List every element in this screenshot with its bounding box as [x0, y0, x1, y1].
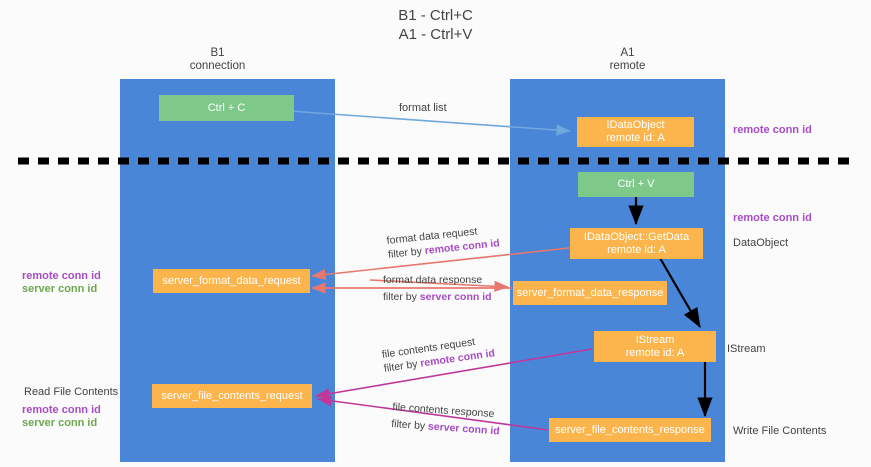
label-file-contents-request: file contents request filter by remote c… — [381, 332, 496, 375]
label-format-list: format list — [399, 102, 447, 114]
label-right-top-remote-conn-id: remote conn id — [733, 124, 812, 136]
label-format-data-response-line1: format data response — [383, 274, 483, 286]
title-line-2: A1 - Ctrl+V — [398, 26, 473, 43]
label-right-write-file-contents: Write File Contents — [733, 425, 827, 437]
title-line-1: B1 - Ctrl+C — [398, 7, 473, 24]
column-header-b1-name: B1 — [210, 47, 225, 59]
box-idataobject-line1: IDataObject — [606, 119, 665, 131]
box-ctrl-v[interactable]: Ctrl + V — [578, 172, 694, 197]
page-title: B1 - Ctrl+C A1 - Ctrl+V — [0, 6, 871, 44]
column-header-a1-sub: remote — [609, 60, 646, 72]
box-getdata-line1: IDataObject::GetData — [583, 230, 690, 243]
label-file-contents-response: file contents response filter by server … — [391, 400, 501, 438]
column-header-a1-name: A1 — [620, 47, 635, 59]
box-istream-line2: remote id: A — [625, 346, 685, 359]
label-read-file-contents: Read File Contents — [24, 386, 119, 398]
label-right-mid-remote-conn-id: remote conn id — [733, 212, 812, 224]
box-ctrl-v-label: Ctrl + V — [617, 178, 655, 190]
box-idataobject[interactable]: IDataObject remote id: A — [577, 117, 694, 147]
box-server-file-contents-request[interactable]: server_file_contents_request — [152, 384, 312, 408]
box-server-format-data-response[interactable]: server_format_data_response — [513, 281, 667, 305]
box-server-file-contents-response-label: server_file_contents_response — [555, 423, 705, 436]
label-file-contents-request-prefix: filter by — [383, 357, 422, 375]
label-file-contents-response-key: server conn id — [427, 420, 501, 438]
column-header-b1-sub: connection — [189, 60, 246, 72]
label-format-data-response: format data response filter by server co… — [383, 273, 492, 304]
label-right-istream: IStream — [727, 343, 766, 355]
label-left-bottom-server-conn-id: server conn id — [22, 417, 98, 429]
box-server-format-data-request[interactable]: server_format_data_request — [153, 269, 310, 293]
column-header-b1: B1 connection — [140, 47, 295, 73]
label-format-data-response-line2: filter by server conn id — [383, 290, 492, 304]
column-header-a1: A1 remote — [550, 47, 705, 73]
box-server-file-contents-request-label: server_file_contents_request — [161, 389, 303, 402]
label-right-dataobject: DataObject — [733, 237, 789, 249]
box-istream[interactable]: IStream remote id: A — [594, 331, 716, 362]
label-left-mid-remote-conn-id: remote conn id — [22, 270, 101, 282]
label-format-data-request-prefix: filter by — [387, 245, 426, 261]
label-left-mid-server-conn-id: server conn id — [22, 283, 98, 295]
box-ctrl-c-label: Ctrl + C — [207, 101, 246, 114]
box-idataobject-line2: remote id: A — [606, 132, 665, 144]
box-istream-line1: IStream — [635, 333, 675, 346]
label-format-data-response-key: server conn id — [419, 291, 492, 303]
label-left-bottom-remote-conn-id: remote conn id — [22, 404, 101, 416]
box-ctrl-c[interactable]: Ctrl + C — [159, 95, 294, 121]
box-server-format-data-request-label: server_format_data_request — [162, 274, 301, 287]
label-format-data-request: format data request filter by remote con… — [386, 222, 500, 262]
box-server-file-contents-response[interactable]: server_file_contents_response — [549, 418, 711, 442]
box-server-format-data-response-label: server_format_data_response — [516, 286, 664, 299]
label-file-contents-response-prefix: filter by — [390, 417, 429, 433]
label-format-data-response-prefix: filter by — [383, 291, 420, 303]
box-getdata-line2: remote id: A — [607, 243, 666, 256]
box-getdata[interactable]: IDataObject::GetData remote id: A — [570, 228, 703, 259]
